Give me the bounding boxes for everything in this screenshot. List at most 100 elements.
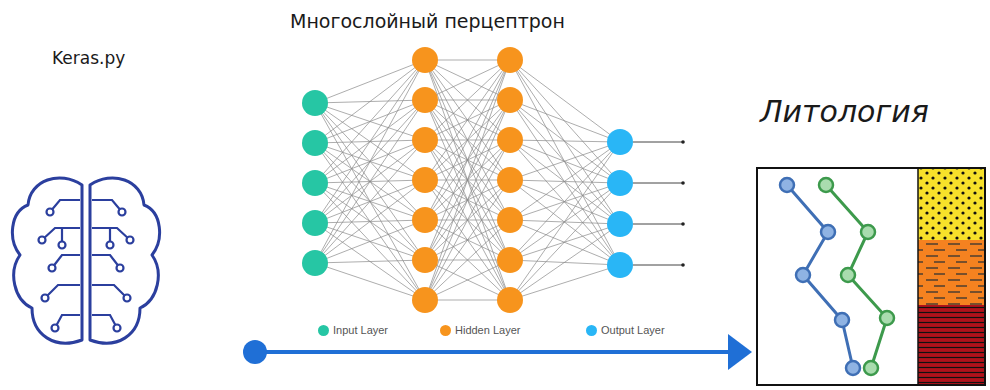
neuron (497, 247, 523, 273)
connection-line (510, 100, 620, 142)
neuron (497, 287, 523, 313)
output-tip (681, 140, 685, 144)
connection-line (425, 60, 510, 100)
neuron (497, 47, 523, 73)
circuit-node (39, 237, 46, 244)
output-line (633, 224, 682, 225)
lithology-panel (757, 168, 985, 385)
legend-swatch (586, 325, 597, 336)
neuron (497, 207, 523, 233)
neuron (412, 47, 438, 73)
log-point (835, 313, 849, 327)
output-line (633, 142, 682, 143)
log-point (841, 268, 855, 282)
output-line (633, 265, 682, 266)
log-point (780, 178, 794, 192)
log-point (846, 361, 860, 375)
legend-swatch (440, 325, 451, 336)
connection-line (425, 60, 510, 100)
connection-line (315, 60, 425, 183)
neuron (497, 167, 523, 193)
connection-line (315, 220, 425, 263)
circuit-node (47, 209, 54, 216)
connection-line (510, 60, 620, 224)
output-tip (681, 222, 685, 226)
circuit-line (45, 285, 80, 298)
connection-line (510, 180, 620, 265)
brain-icon (12, 178, 159, 343)
circuit-node (42, 295, 49, 302)
connection-line (425, 60, 510, 180)
connection-line (315, 260, 425, 263)
label: Keras.py (52, 48, 125, 68)
heading: Многослойный перцептрон (290, 10, 565, 32)
circuit-lines (39, 200, 134, 332)
connection-line (510, 142, 620, 220)
neuron (607, 252, 633, 278)
legend-item: Output Layer (586, 324, 665, 336)
connection-line (315, 103, 425, 300)
neuron (497, 87, 523, 113)
circuit-node (107, 242, 114, 249)
connection-line (510, 140, 620, 142)
neuron (412, 207, 438, 233)
connection-line (315, 60, 425, 143)
process-arrow (243, 334, 752, 370)
connection-line (510, 140, 620, 265)
label: Литология (760, 94, 929, 129)
connection-line (315, 143, 425, 300)
connection-line (510, 180, 620, 183)
connection-line (510, 224, 620, 300)
legend-item: Input Layer (318, 324, 388, 336)
connection-line (315, 60, 425, 263)
neuron (302, 170, 328, 196)
legend-text: Output Layer (601, 324, 665, 336)
circuit-node (52, 325, 59, 332)
circuit-line (92, 255, 120, 268)
log-curve (826, 185, 887, 368)
circuit-node (127, 237, 134, 244)
connection-line (315, 60, 425, 103)
title-text: Многослойный перцептрон (290, 10, 565, 32)
connection-line (315, 180, 425, 263)
connection-line (425, 180, 510, 300)
legend-text: Input Layer (333, 324, 388, 336)
output-tip (681, 263, 685, 267)
log-point (864, 361, 878, 375)
neuron (607, 170, 633, 196)
connection-line (510, 183, 620, 300)
log-point (819, 178, 833, 192)
neuron (412, 287, 438, 313)
connection-line (425, 180, 510, 300)
legend-text: Hidden Layer (455, 324, 520, 336)
connection-line (510, 260, 620, 265)
circuit-node (117, 265, 124, 272)
output-line (633, 183, 682, 184)
connection-line (510, 180, 620, 224)
connection-line (510, 140, 620, 183)
connection-line (425, 60, 510, 260)
circuit-line (52, 255, 80, 268)
legend-item: Hidden Layer (440, 324, 520, 336)
connection-line (510, 140, 620, 224)
connection-line (510, 60, 620, 142)
neuron (497, 127, 523, 153)
connection-line (510, 265, 620, 300)
circuit-node (124, 295, 131, 302)
connection-line (315, 223, 425, 300)
connection-line (425, 260, 510, 300)
connection-line (315, 140, 425, 263)
network-connections (315, 60, 685, 300)
connection-line (425, 60, 510, 260)
connection-line (315, 100, 425, 263)
neuron (607, 211, 633, 237)
connection-line (425, 100, 510, 300)
connection-line (510, 142, 620, 300)
neuron (607, 129, 633, 155)
log-point (861, 225, 875, 239)
legend-swatch (318, 325, 329, 336)
connection-line (425, 60, 510, 180)
log-point (880, 311, 894, 325)
neuron (302, 250, 328, 276)
circuit-node (114, 325, 121, 332)
